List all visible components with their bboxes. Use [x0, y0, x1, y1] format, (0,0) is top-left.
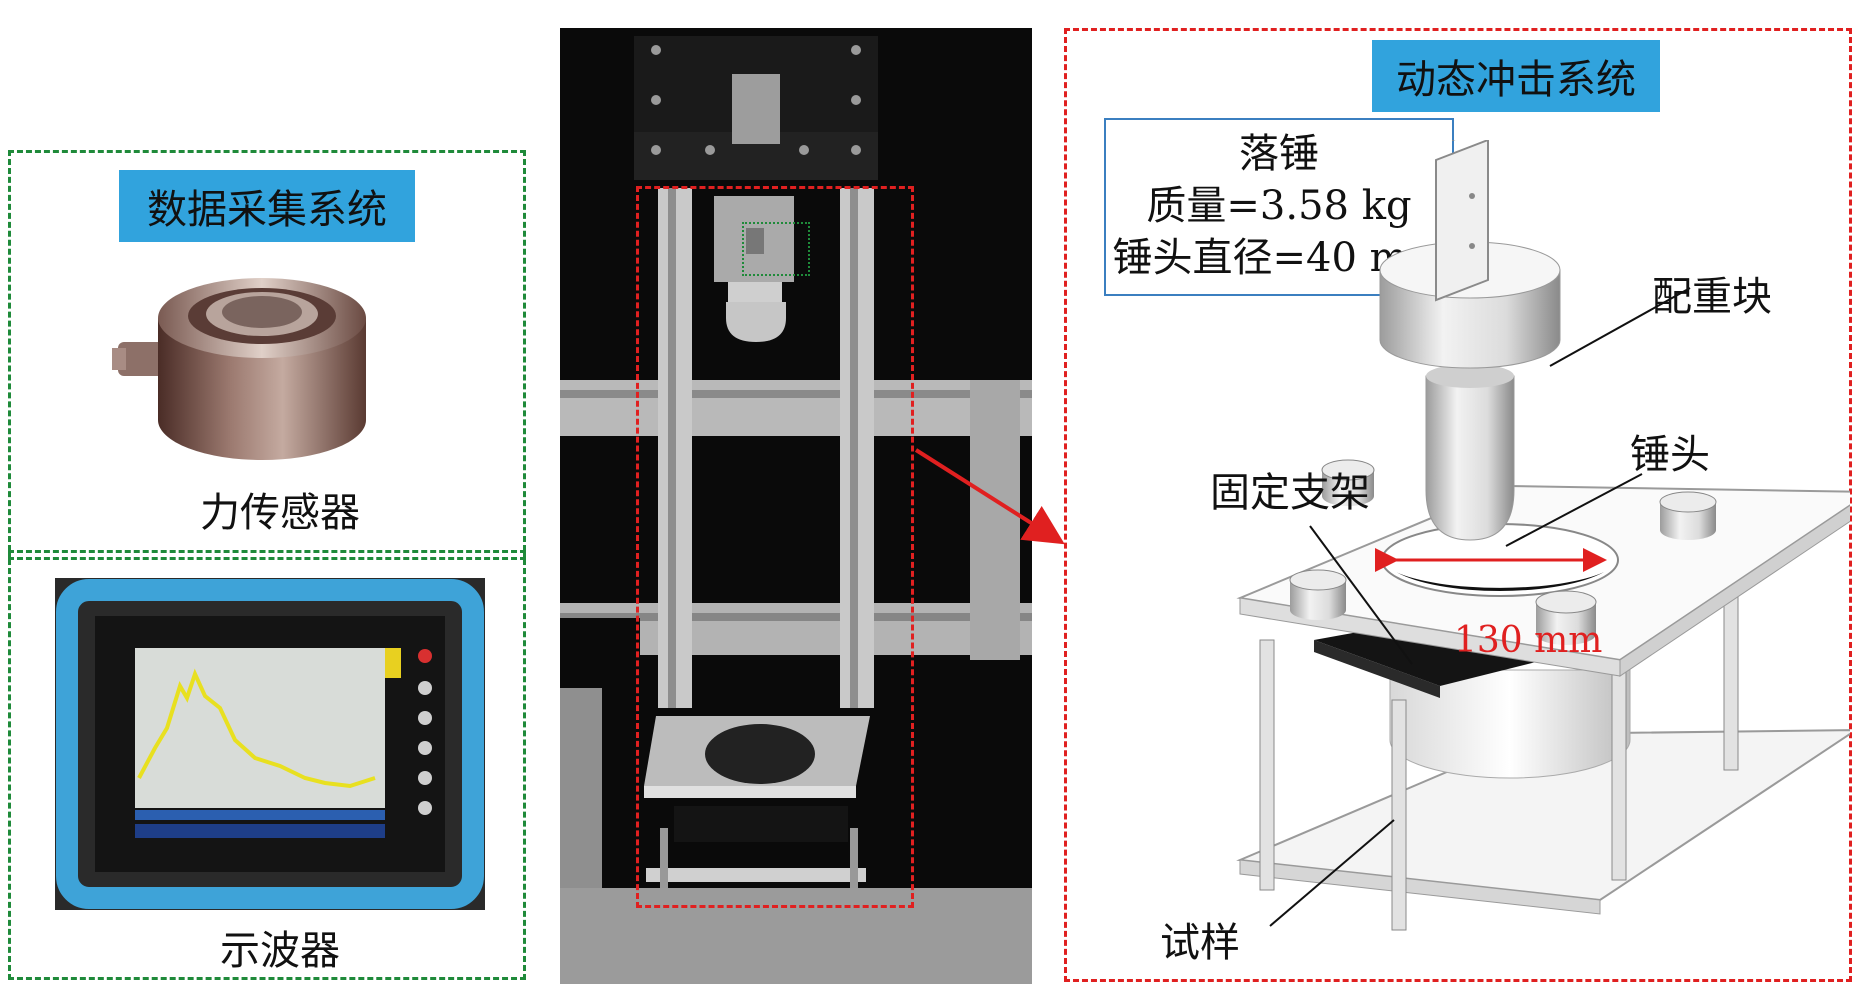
data-acquisition-panel-bottom: [8, 550, 526, 980]
rig-highlight-box: [636, 186, 914, 908]
hammer-info-line2: 质量=3.58 kg: [1146, 183, 1412, 229]
hammer-info-line1: 落锤: [1239, 131, 1319, 177]
oscilloscope-image: [55, 578, 485, 910]
force-sensor-image: [110, 260, 410, 480]
force-sensor-caption: 力传感器: [200, 490, 360, 536]
hammer-head-label: 锤头: [1630, 432, 1710, 478]
connector-arrow: [914, 448, 1065, 545]
impact-system-title: 动态冲击系统: [1372, 40, 1660, 112]
counterweight-label: 配重块: [1652, 274, 1772, 320]
sensor-highlight-box: [742, 222, 810, 276]
oscilloscope-caption: 示波器: [220, 928, 340, 974]
impact-system-panel: [1064, 28, 1852, 982]
data-acquisition-panel-top: [8, 150, 526, 560]
hole-diameter-label: 130 mm: [1454, 620, 1603, 661]
impact-system-drawing: [1180, 140, 1850, 980]
fixed-frame-label: 固定支架: [1210, 470, 1370, 516]
specimen-label: 试样: [1160, 920, 1240, 966]
data-acquisition-title: 数据采集系统: [119, 170, 415, 242]
